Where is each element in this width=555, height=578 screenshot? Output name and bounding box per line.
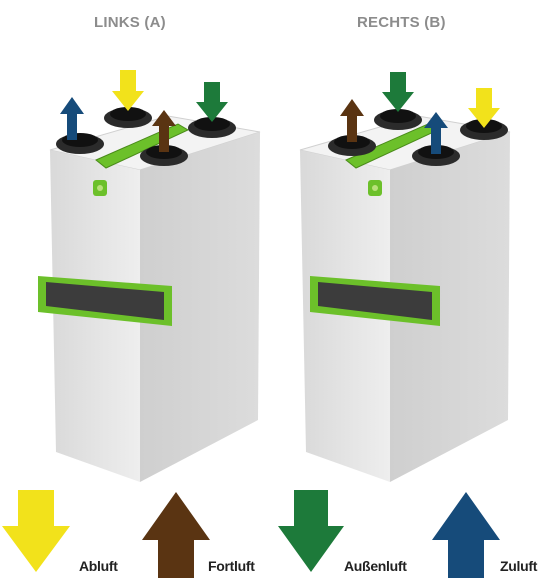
arrow-abluft-unit-a (112, 70, 144, 111)
arrow-zuluft-unit-b (424, 112, 448, 154)
legend-arrow-fortluft (142, 492, 210, 578)
legend-label-aussenluft: Außenluft (344, 558, 407, 574)
legend-arrow-zuluft (432, 492, 500, 578)
unit-left (38, 70, 261, 482)
heading-rechts-b: RECHTS (B) (357, 14, 446, 31)
arrow-aussenluft-unit-b (382, 72, 414, 112)
arrow-fortluft-unit-a (152, 110, 176, 152)
arrow-abluft-unit-b (468, 88, 500, 128)
unit-right (299, 72, 511, 482)
heading-links-a: LINKS (A) (94, 14, 166, 31)
legend-label-fortluft: Fortluft (208, 558, 255, 574)
legend-arrow-abluft (2, 490, 70, 572)
legend-arrow-aussenluft (278, 490, 344, 572)
arrow-zuluft-unit-a (60, 97, 84, 140)
arrow-aussenluft-unit-a (196, 82, 228, 122)
arrow-fortluft-unit-b (340, 99, 364, 142)
legend-label-zuluft: Zuluft (500, 558, 538, 574)
legend-label-abluft: Abluft (79, 558, 118, 574)
